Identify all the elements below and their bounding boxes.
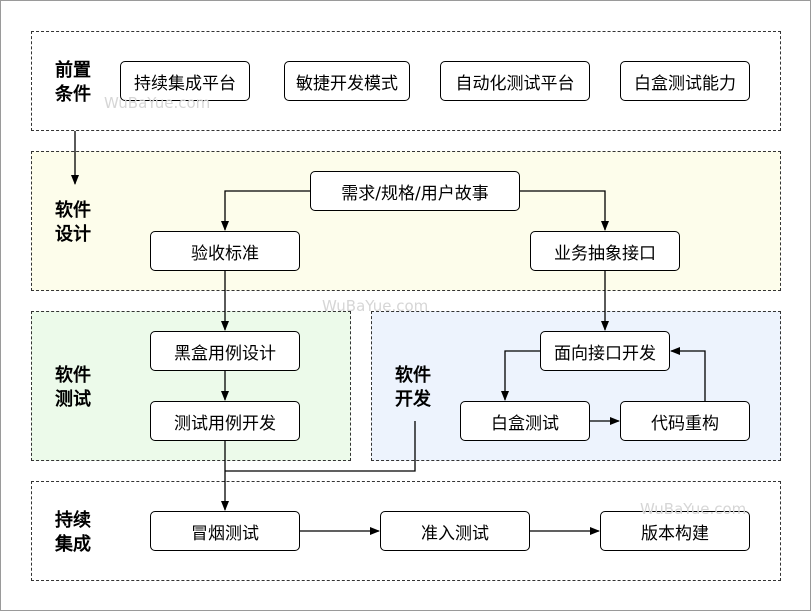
label-ci: 持续 集成 — [55, 510, 91, 555]
node-agile: 敏捷开发模式 — [284, 61, 410, 101]
node-smoke-test: 冒烟测试 — [150, 511, 300, 551]
node-business-interface: 业务抽象接口 — [530, 231, 680, 271]
node-admission-test: 准入测试 — [380, 511, 530, 551]
node-refactor: 代码重构 — [620, 401, 750, 441]
watermark-2: WuBaYue.com — [322, 297, 429, 315]
watermark-1: WuBaYue.com — [104, 94, 211, 112]
watermark-3: WuBaYue.com — [640, 500, 747, 518]
region-prereq — [31, 31, 781, 131]
region-ci — [31, 481, 781, 581]
node-ci-platform: 持续集成平台 — [120, 61, 250, 101]
node-acceptance: 验收标准 — [150, 231, 300, 271]
node-whitebox-test: 白盒测试 — [460, 401, 590, 441]
label-development: 软件 开发 — [395, 365, 431, 410]
node-auto-test: 自动化测试平台 — [440, 61, 590, 101]
node-whitebox-ability: 白盒测试能力 — [620, 61, 750, 101]
label-testing: 软件 测试 — [55, 365, 91, 410]
label-prereq: 前置 条件 — [55, 60, 91, 105]
node-build: 版本构建 — [600, 511, 750, 551]
node-blackbox-design: 黑盒用例设计 — [150, 331, 300, 371]
node-interface-dev: 面向接口开发 — [540, 331, 670, 371]
node-requirements: 需求/规格/用户故事 — [310, 171, 520, 211]
label-design: 软件 设计 — [55, 200, 91, 245]
node-test-case-dev: 测试用例开发 — [150, 401, 300, 441]
